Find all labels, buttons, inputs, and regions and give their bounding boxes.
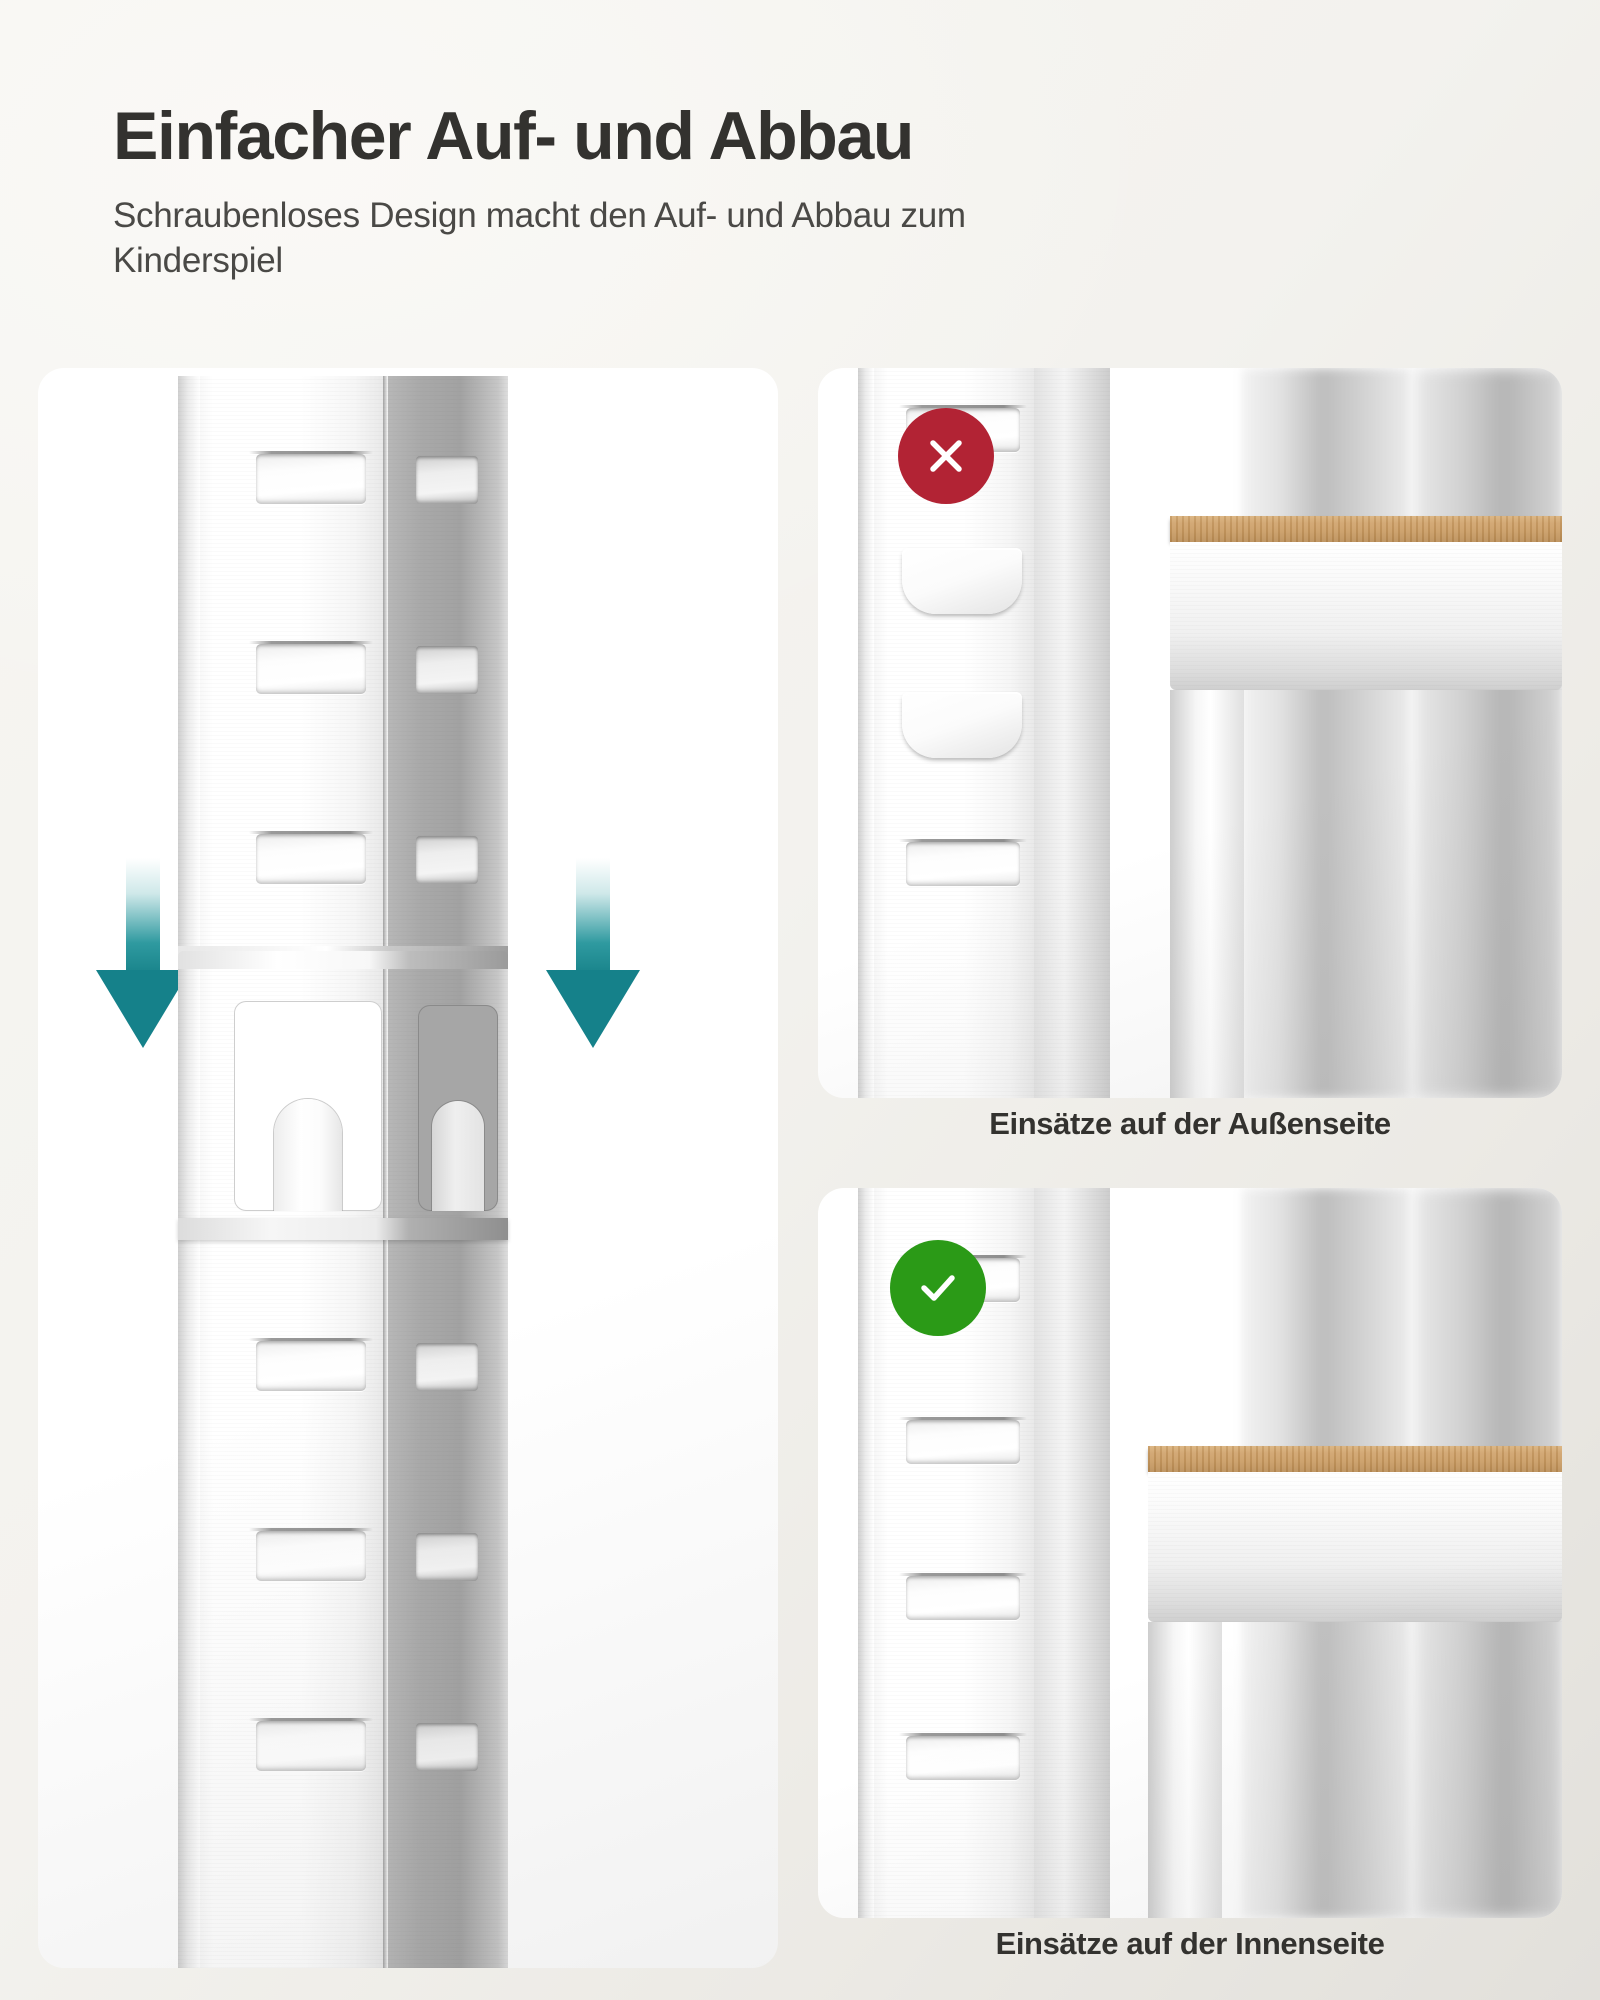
background-blur (1242, 368, 1410, 1098)
post-slot (249, 831, 373, 884)
beam-texture (1148, 1472, 1562, 1622)
post-slot (899, 839, 1027, 886)
connector-cutout-side (418, 1005, 498, 1211)
post-slot (416, 836, 478, 884)
shelf-board-edge (1148, 1446, 1562, 1472)
post-slot (249, 1718, 373, 1771)
page-title: Einfacher Auf- und Abbau (113, 98, 914, 174)
caption-inserts-inside: Einsätze auf der Innenseite (995, 1926, 1385, 1961)
caption-inserts-outside: Einsätze auf der Außenseite (989, 1106, 1391, 1141)
shelf-beam (1170, 542, 1562, 690)
connector-tab (432, 1101, 484, 1211)
arrow-head (96, 970, 190, 1048)
shelf-beam (1148, 1472, 1562, 1622)
post-slot (249, 1338, 373, 1391)
board-grain (1148, 1446, 1562, 1472)
panel-assembly-demo (38, 368, 778, 1968)
background-blur (1414, 368, 1562, 1098)
panel-inserts-outside (818, 368, 1562, 1098)
status-badge-success (890, 1240, 986, 1336)
post-side-face (1034, 368, 1110, 1098)
post-corner-seam (383, 963, 388, 1968)
post-slot (416, 456, 478, 504)
post-slot (899, 1573, 1027, 1620)
check-icon (921, 1275, 955, 1301)
post-left-edge (858, 1188, 874, 1918)
post-socket-band (178, 1218, 508, 1240)
down-arrow-right (546, 858, 640, 1053)
cross-icon (930, 440, 962, 472)
post-top-rim (178, 951, 508, 969)
post-left-edge (178, 376, 200, 956)
post-side-face (1034, 1188, 1110, 1918)
post-left-edge (178, 963, 200, 1968)
shelf-post-upper (178, 376, 508, 956)
arrow-shaft (576, 858, 610, 976)
shelf-board-edge (1170, 516, 1562, 542)
post-slot (416, 1533, 478, 1581)
post-slot (899, 1733, 1027, 1780)
insert-tab-outside (902, 548, 1022, 614)
page-subtitle: Schraubenloses Design macht den Auf- und… (113, 196, 966, 280)
post-slot (416, 1723, 478, 1771)
header: Einfacher Auf- und Abbau Schraubenloses … (113, 100, 1413, 284)
shelf-rail (1170, 690, 1244, 1098)
post-corner-seam (383, 376, 388, 956)
beam-texture (1170, 542, 1562, 690)
arrow-head (546, 970, 640, 1048)
post-slot (249, 641, 373, 694)
status-badge-error (898, 408, 994, 504)
shelf-post-lower (178, 951, 508, 1968)
post-slot (249, 1528, 373, 1581)
post-slot (416, 646, 478, 694)
shelf-rail (1148, 1622, 1222, 1918)
arrow-shaft (126, 858, 160, 976)
post-left-edge (858, 368, 874, 1098)
down-arrow-left (96, 858, 190, 1053)
post-slot (899, 1417, 1027, 1464)
post-slot (416, 1343, 478, 1391)
board-grain (1170, 516, 1562, 542)
connector-tab (274, 1099, 342, 1211)
connector-cutout-front (234, 1001, 382, 1211)
panel-inserts-inside (818, 1188, 1562, 1918)
post-slot (249, 451, 373, 504)
insert-tab-outside (902, 692, 1022, 758)
